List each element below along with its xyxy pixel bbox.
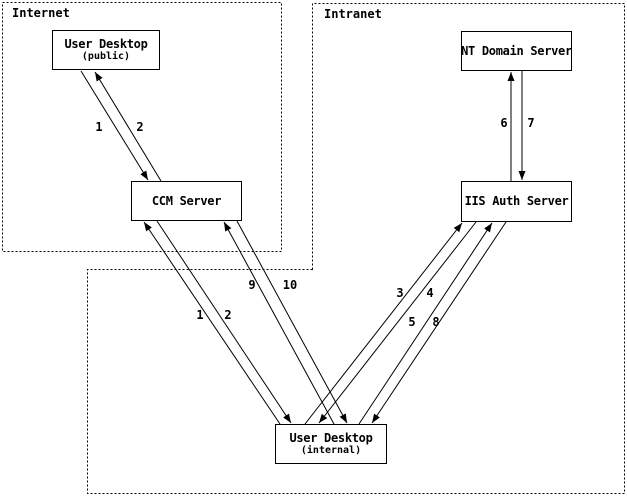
flow-label-9-internal-ccm: 9 [248, 278, 256, 292]
intranet-zone-border [87, 3, 625, 494]
flow-label-3-internal-iis: 3 [396, 286, 404, 300]
flow-label-6-iis-nt: 6 [500, 116, 508, 130]
flow-arrow-9-internal-to-ccm [223, 221, 335, 425]
node-user-desktop-public-subtitle: (public) [81, 51, 131, 62]
node-ccm-server-title: CCM Server [151, 193, 222, 208]
node-iis-auth-server-title: IIS Auth Server [464, 194, 569, 208]
flow-arrow-1-public-to-ccm [80, 70, 149, 181]
node-user-desktop-internal-title: User Desktop [289, 431, 373, 445]
flow-arrow-2-ccm-to-internal [156, 220, 292, 424]
flow-label-4-iis-internal: 4 [426, 286, 434, 300]
intranet-zone-label: Intranet [324, 7, 382, 21]
node-user-desktop-internal-subtitle: (internal) [300, 445, 362, 456]
flow-arrow-2-ccm-to-public [94, 71, 162, 182]
flow-label-8-iis-internal: 8 [432, 315, 440, 329]
flow-label-7-nt-iis: 7 [527, 116, 535, 130]
flow-label-2-ccm-public: 2 [136, 120, 144, 134]
flow-arrow-10-ccm-to-internal [236, 220, 348, 424]
flow-arrow-1-internal-to-ccm [143, 221, 281, 425]
flow-label-1-public-ccm: 1 [95, 120, 103, 134]
node-user-desktop-internal: User Desktop (internal) [275, 424, 387, 464]
node-user-desktop-public-title: User Desktop [64, 37, 148, 51]
flow-arrow-5-internal-to-iis [358, 222, 493, 425]
flow-label-5-internal-iis: 5 [408, 315, 416, 329]
flow-arrow-4-iis-to-internal [318, 221, 477, 424]
node-nt-domain-server-title: NT Domain Server [461, 43, 572, 58]
node-nt-domain-server: NT Domain Server [461, 31, 572, 71]
node-ccm-server: CCM Server [131, 181, 242, 221]
internet-zone-label: Internet [12, 6, 70, 20]
flow-arrow-3-internal-to-iis [304, 222, 463, 425]
flow-arrow-8-iis-to-internal [371, 221, 507, 424]
flow-label-2-ccm-internal: 2 [224, 308, 232, 322]
node-iis-auth-server: IIS Auth Server [461, 181, 572, 222]
flow-label-1-internal-ccm: 1 [196, 308, 204, 322]
node-user-desktop-public: User Desktop (public) [52, 30, 160, 70]
flow-label-10-ccm-internal: 10 [282, 278, 298, 292]
